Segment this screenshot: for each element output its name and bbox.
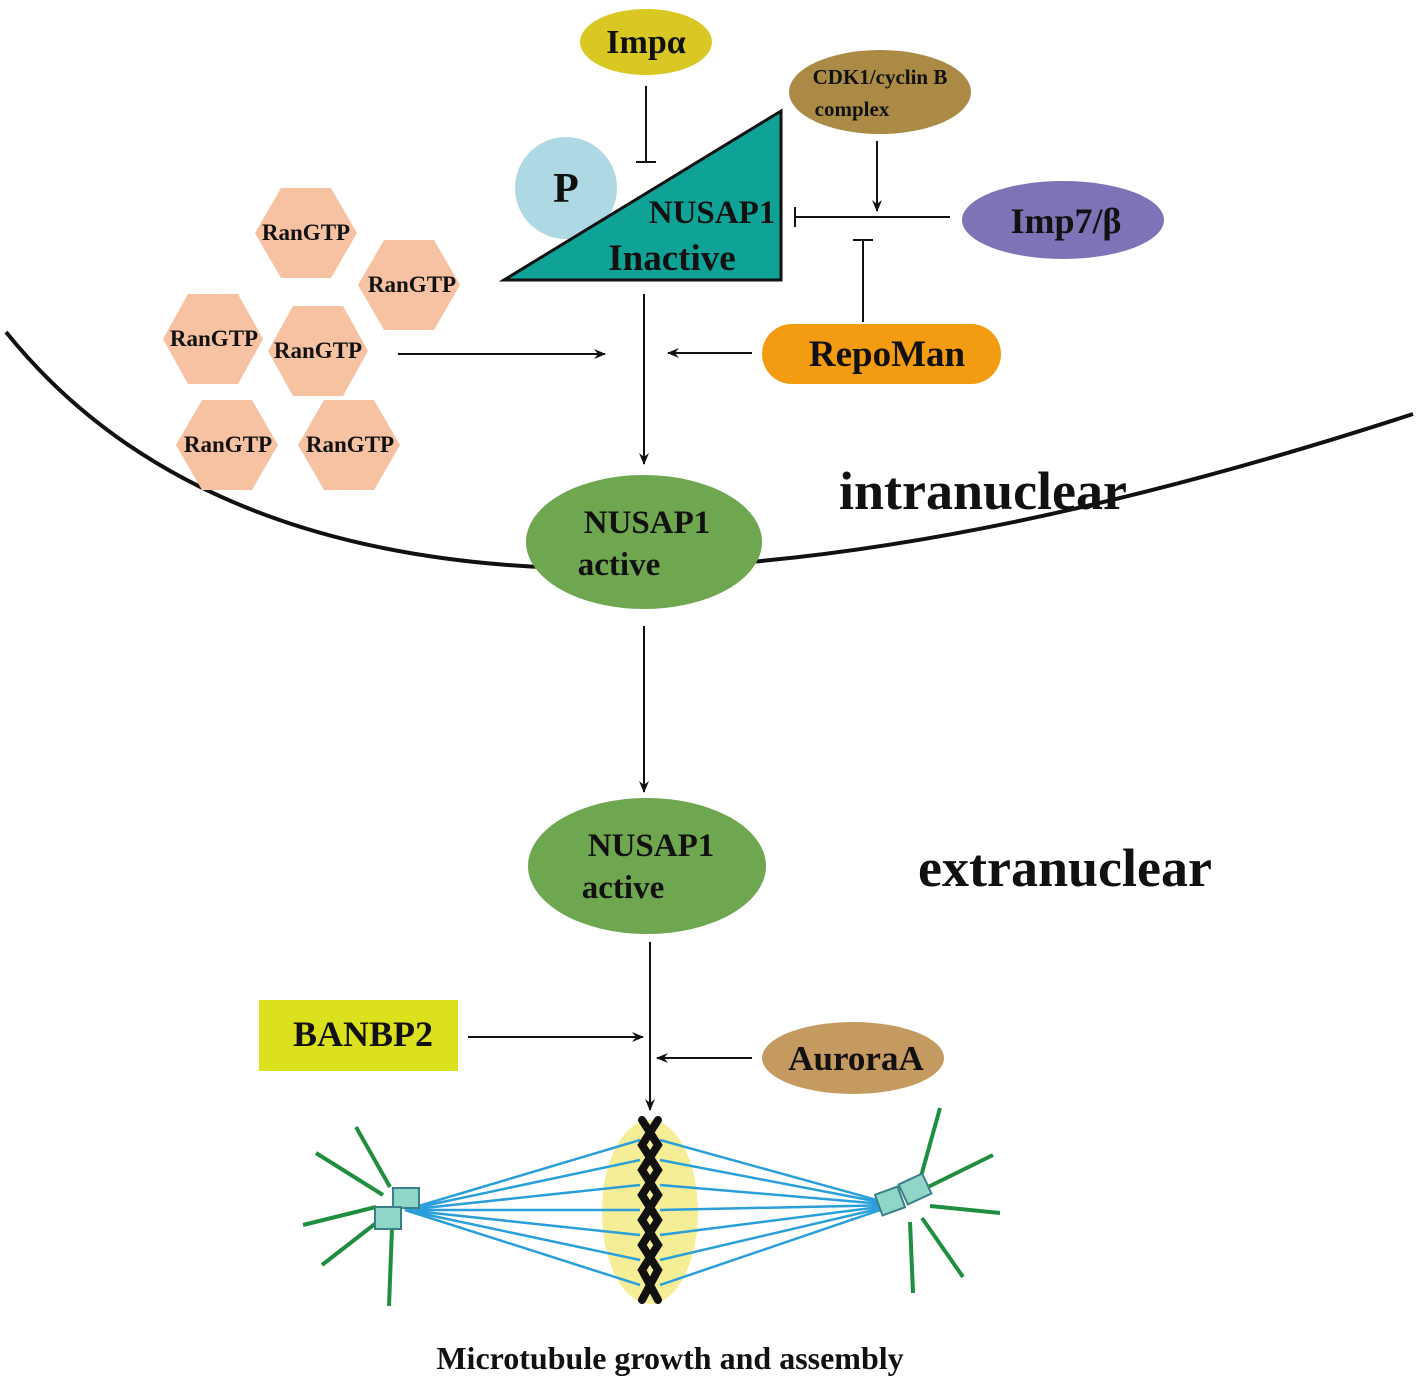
rangtp-hexagon	[298, 400, 400, 490]
nusap1-inactive-label-line1: NUSAP1	[649, 195, 776, 231]
left-astral-rays	[302, 1126, 394, 1307]
rangtp-hexagon	[176, 400, 278, 490]
right-spindle-fibers	[659, 1138, 896, 1287]
phospho-p-node	[515, 137, 617, 239]
imp7-beta-node	[962, 181, 1164, 259]
rangtp-label: RanGTP	[184, 432, 272, 457]
rangtp-label: RanGTP	[262, 220, 350, 245]
nusap1-inactive-label-line2: Inactive	[608, 238, 735, 279]
right-astral-rays	[908, 1107, 1001, 1294]
nusap1-active-extranuclear	[528, 798, 766, 934]
cdk1-label-line2: complex	[815, 97, 890, 121]
intranuclear-label: intranuclear	[839, 461, 1127, 521]
phospho-p-label: P	[553, 166, 579, 212]
banbp2-node	[259, 1000, 458, 1071]
banbp2-label: BANBP2	[293, 1014, 433, 1054]
rangtp-hexagon	[255, 188, 357, 278]
nuclear-membrane	[4, 330, 1414, 571]
nusap1-active-intranuclear	[526, 475, 762, 609]
rangtp-hexagon	[358, 240, 460, 330]
rangtp-cluster: RanGTP RanGTP RanGTP RanGTP RanGTP RanGT…	[163, 188, 460, 490]
auroraa-node	[762, 1022, 944, 1094]
rangtp-label: RanGTP	[306, 432, 394, 457]
cdk1-label-line1: CDK1/cyclin B	[813, 65, 948, 89]
rangtp-hexagon	[268, 306, 368, 396]
nusap1-active-intranuclear-line1: NUSAP1	[584, 505, 711, 541]
left-spindle-fibers	[404, 1138, 641, 1287]
rangtp-hexagon	[163, 294, 263, 384]
imp7-beta-label: Imp7/β	[1011, 201, 1122, 241]
left-centrosome	[374, 1187, 420, 1230]
repoman-label: RepoMan	[809, 334, 966, 375]
impa-node	[580, 9, 712, 75]
impa-label: Impα	[606, 24, 685, 61]
diagram-caption: Microtubule growth and assembly	[436, 1340, 903, 1376]
rangtp-label: RanGTP	[274, 338, 362, 363]
mitotic-spindle	[302, 1107, 1001, 1307]
right-centrosome	[873, 1172, 933, 1217]
rangtp-label: RanGTP	[170, 326, 258, 351]
nusap1-active-extranuclear-line1: NUSAP1	[588, 828, 715, 864]
nusap1-active-extranuclear-line2: active	[582, 870, 664, 906]
extranuclear-label: extranuclear	[918, 838, 1212, 898]
nusap1-active-intranuclear-line2: active	[578, 547, 660, 583]
nusap1-inactive-triangle	[498, 108, 783, 282]
cdk1-cyclin-b-node	[789, 50, 971, 134]
rangtp-label: RanGTP	[368, 272, 456, 297]
repoman-node	[762, 324, 1001, 384]
chromosomes	[637, 1116, 663, 1304]
auroraa-label: AuroraA	[788, 1039, 924, 1078]
